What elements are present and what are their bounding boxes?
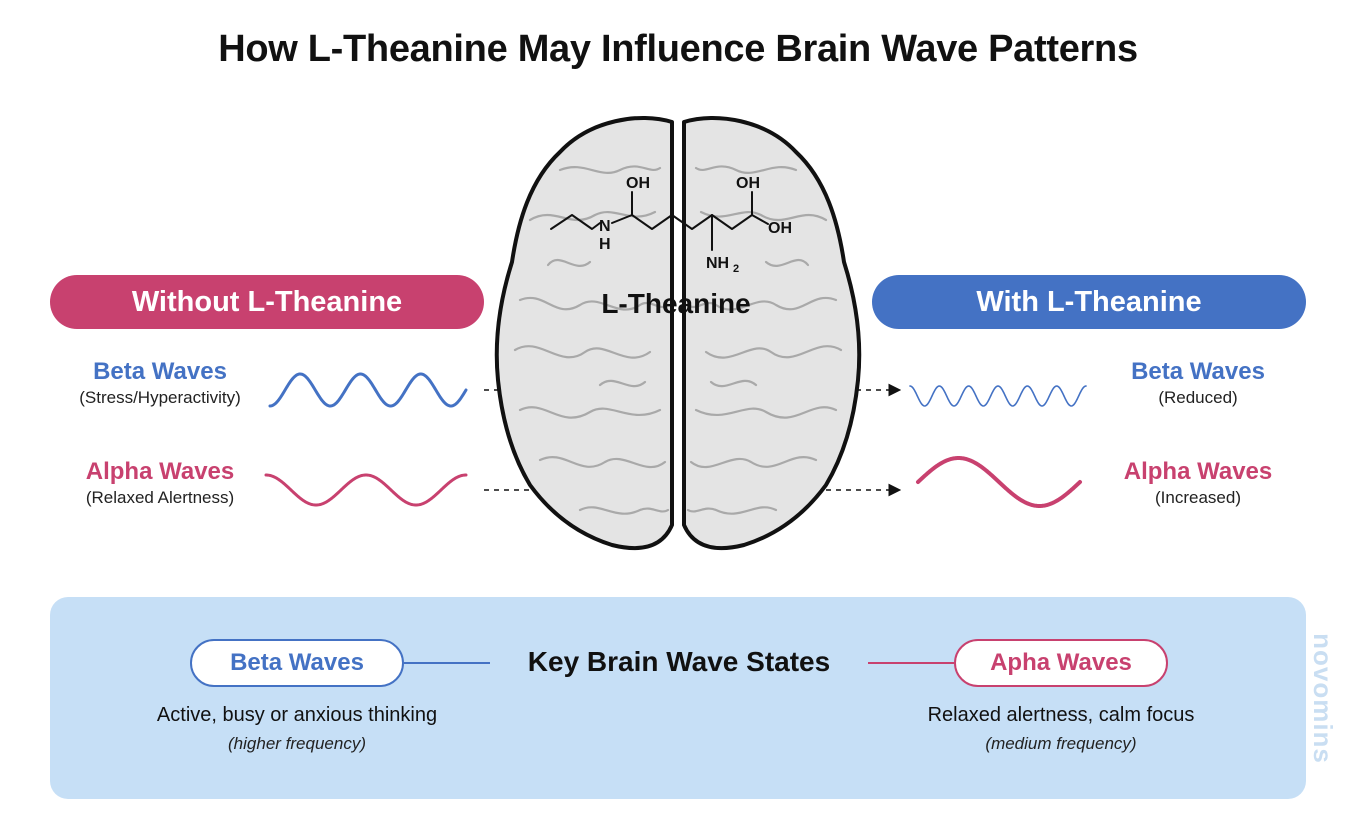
with-alpha-note: (Increased) [1155, 488, 1241, 507]
with-alpha-name: Alpha Waves [1123, 458, 1273, 485]
legend-beta-connector [404, 662, 490, 664]
without-alpha-name: Alpha Waves [85, 458, 235, 485]
without-l-theanine-pill: Without L-Theanine [50, 275, 484, 329]
molecule-h-label: H [599, 236, 611, 253]
molecule-oh-label: OH [626, 175, 650, 192]
watermark-text: novomins [1307, 632, 1338, 764]
with-l-theanine-label: With L-Theanine [976, 285, 1202, 318]
legend-beta-pill: Beta Waves [190, 639, 404, 687]
with-alpha-wave [916, 455, 1082, 509]
page-title: How L-Theanine May Influence Brain Wave … [218, 28, 1138, 70]
brain-right-hemisphere [682, 115, 862, 551]
without-alpha-label: Alpha Waves (Relaxed Alertness) [40, 457, 280, 509]
diagram-canvas: OH OH OH N H NH 2 L-Theanine [264, 115, 1087, 551]
molecule-oh-top-label: OH [736, 175, 760, 192]
legend-beta-label: Beta Waves [230, 649, 364, 676]
brain-l-theanine-label: L-Theanine [601, 288, 750, 319]
molecule-subscript-2: 2 [733, 263, 739, 275]
legend-beta-frequency: (higher frequency) [228, 734, 366, 753]
with-beta-wave [909, 385, 1087, 407]
legend-beta-description: Active, busy or anxious thinking [156, 704, 438, 726]
without-beta-name: Beta Waves [93, 358, 227, 385]
with-beta-label: Beta Waves (Reduced) [1078, 357, 1318, 409]
with-l-theanine-pill: With L-Theanine [872, 275, 1306, 329]
brain-left-hemisphere [494, 115, 674, 551]
molecule-oh-right-label: OH [768, 220, 792, 237]
l-theanine-molecule-labels: OH OH OH N H NH 2 [599, 175, 792, 275]
molecule-nh-label: NH [706, 255, 729, 272]
without-beta-note: (Stress/Hyperactivity) [79, 388, 241, 407]
with-beta-name: Beta Waves [1131, 358, 1265, 385]
brain-folds [513, 165, 843, 515]
with-alpha-label: Alpha Waves (Increased) [1078, 457, 1318, 509]
without-beta-label: Beta Waves (Stress/Hyperactivity) [40, 357, 280, 409]
without-beta-wave [268, 372, 468, 408]
legend-alpha-frequency: (medium frequency) [985, 734, 1137, 753]
brain-illustration [494, 115, 862, 551]
legend-title: Key Brain Wave States [527, 646, 831, 677]
molecule-n-label: N [599, 218, 611, 235]
without-l-theanine-label: Without L-Theanine [131, 285, 403, 318]
legend-alpha-label: Apha Waves [990, 649, 1132, 676]
legend-panel [50, 597, 1306, 799]
legend-alpha-pill: Apha Waves [954, 639, 1168, 687]
legend-alpha-description: Relaxed alertness, calm focus [927, 704, 1195, 726]
without-alpha-note: (Relaxed Alertness) [85, 488, 235, 507]
novomins-watermark: novomins [1300, 623, 1344, 773]
legend-alpha-connector [868, 662, 954, 664]
with-beta-note: (Reduced) [1158, 388, 1238, 407]
l-theanine-molecule [550, 191, 769, 251]
without-alpha-wave [264, 473, 468, 507]
